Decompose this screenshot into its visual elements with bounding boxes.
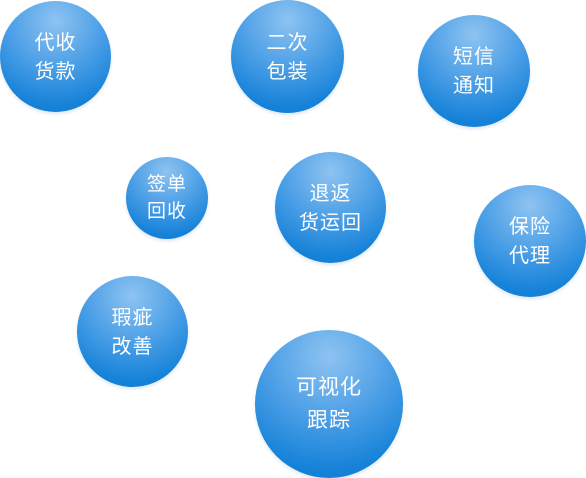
service-bubble-cod[interactable]: 代收 货款: [0, 1, 111, 112]
service-bubble-return[interactable]: 退返 货运回: [275, 152, 386, 263]
label-line-2: 改善: [111, 333, 154, 358]
service-bubble-sms[interactable]: 短信 通知: [418, 15, 530, 127]
service-bubble-label: 短信 通知: [453, 42, 495, 100]
label-line-2: 包装: [266, 58, 309, 83]
label-line-1: 短信: [453, 44, 495, 68]
service-bubble-repack[interactable]: 二次 包装: [231, 0, 344, 113]
label-line-2: 跟踪: [307, 408, 351, 432]
label-line-2: 货款: [34, 58, 77, 83]
service-bubble-label: 退返 货运回: [299, 179, 362, 237]
label-line-2: 货运回: [299, 209, 362, 234]
service-bubble-label: 代收 货款: [35, 28, 77, 86]
label-line-1: 可视化: [296, 375, 362, 400]
service-bubble-label: 可视化 跟踪: [296, 371, 362, 436]
service-bubble-label: 瑕疵 改善: [112, 303, 154, 361]
label-line-1: 签单: [146, 173, 187, 196]
label-line-1: 保险: [509, 214, 551, 238]
service-bubble-label: 保险 代理: [509, 212, 551, 270]
service-bubble-insurance[interactable]: 保险 代理: [474, 185, 586, 297]
label-line-2: 代理: [509, 243, 551, 267]
service-bubble-label: 二次 包装: [267, 28, 309, 86]
service-bubble-label: 签单 回收: [147, 171, 187, 224]
service-bubble-defect[interactable]: 瑕疵 改善: [77, 276, 188, 387]
label-line-1: 退返: [309, 180, 352, 205]
service-bubble-receipt[interactable]: 签单 回收: [126, 157, 208, 239]
label-line-2: 通知: [453, 73, 495, 97]
label-line-1: 瑕疵: [111, 304, 154, 329]
label-line-1: 代收: [34, 29, 77, 54]
label-line-2: 回收: [146, 200, 187, 222]
label-line-1: 二次: [266, 29, 309, 54]
service-bubble-tracking[interactable]: 可视化 跟踪: [255, 330, 403, 478]
